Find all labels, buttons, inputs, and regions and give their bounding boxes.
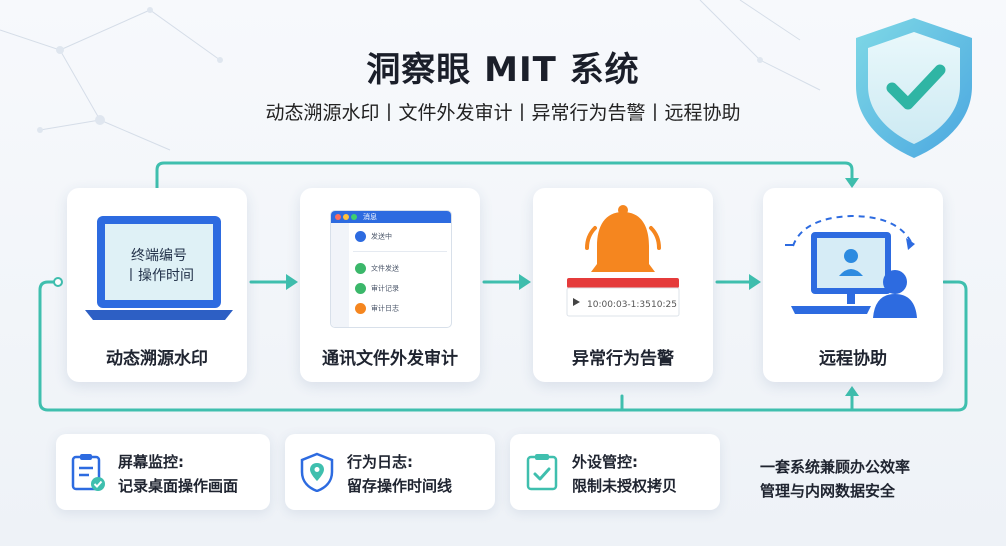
mini-titlebar: 消息	[331, 211, 451, 223]
alert-time-end: 10:25	[651, 300, 677, 310]
slogan-line: 一套系统兼顾办公效率	[760, 458, 911, 476]
card-label: 通讯文件外发审计	[322, 349, 458, 369]
alarm-bell-icon	[566, 205, 680, 317]
window-dot-icon	[351, 214, 357, 220]
check-icon	[355, 263, 366, 274]
slogan-line: 管理与内网数据安全	[760, 482, 896, 500]
screen-line-terminal-id: 终端编号	[131, 248, 187, 264]
user-icon	[355, 231, 366, 242]
feature-peripheral-control: 外设管控: 限制未授权拷贝	[510, 434, 720, 510]
list-item: 发送中	[355, 231, 392, 242]
list-item: 文件发送	[355, 263, 399, 274]
mini-sidebar	[331, 223, 349, 327]
laptop-icon	[85, 216, 233, 320]
checklist-icon	[526, 454, 558, 491]
location-shield-icon	[300, 452, 334, 492]
alert-time-range: 10:00:03-1:35	[587, 300, 651, 310]
mini-app-title: 消息	[363, 213, 377, 221]
list-item: 审计记录	[355, 283, 399, 294]
flow-card-watermark: 终端编号 丨操作时间 动态溯源水印	[67, 188, 247, 382]
screen-line-op-time: 丨操作时间	[124, 268, 194, 284]
feature-behavior-log: 行为日志: 留存操作时间线	[285, 434, 495, 510]
divider	[353, 251, 447, 252]
card-label: 远程协助	[819, 349, 887, 369]
chat-app-window-icon: 消息 发送中 文件发送 审计记录 审计日志	[330, 210, 452, 328]
card-label: 动态溯源水印	[106, 349, 208, 369]
feature-title: 外设管控:	[572, 453, 638, 471]
shield-check-icon	[856, 18, 972, 158]
feature-desc: 限制未授权拷贝	[572, 477, 678, 495]
remote-support-icon	[785, 214, 917, 318]
flow-card-remote: 远程协助	[763, 188, 943, 382]
card-label: 异常行为告警	[572, 349, 674, 369]
feature-title: 屏幕监控:	[118, 453, 184, 471]
page-subtitle: 动态溯源水印丨文件外发审计丨异常行为告警丨远程协助	[265, 102, 741, 124]
check-icon	[355, 283, 366, 294]
window-dot-icon	[343, 214, 349, 220]
slogan: 一套系统兼顾办公效率 管理与内网数据安全	[760, 455, 960, 503]
flow-card-alert: 10:00:03-1:35 10:25 异常行为告警	[533, 188, 713, 382]
list-item: 审计日志	[355, 303, 399, 314]
feature-title: 行为日志:	[347, 453, 413, 471]
feature-screen-monitor: 屏幕监控: 记录桌面操作画面	[56, 434, 270, 510]
flow-card-file-audit: 消息 发送中 文件发送 审计记录 审计日志 通讯文件外发审计	[300, 188, 480, 382]
clipboard-check-icon	[71, 454, 105, 491]
window-dot-icon	[335, 214, 341, 220]
pencil-icon	[355, 303, 366, 314]
feature-desc: 留存操作时间线	[347, 477, 453, 495]
page-title: 洞察眼 MIT 系统	[366, 50, 640, 90]
feature-desc: 记录桌面操作画面	[118, 477, 239, 495]
laptop-screen-text: 终端编号 丨操作时间	[113, 246, 205, 286]
